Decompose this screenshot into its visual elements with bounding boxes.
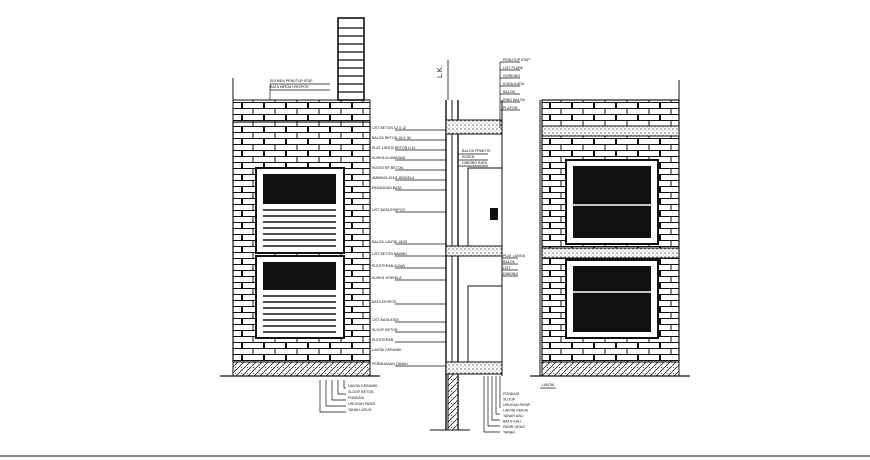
note-top-right-4: BALOK [503, 90, 516, 94]
note-center-8: BALOK LANTAI 15/30 [372, 240, 407, 244]
note-bottom-right-4: TANAH ASLI [503, 414, 524, 418]
note-center-16: LANTAI KERAMIK [372, 348, 402, 352]
note-mid-right-1: KUSEN [462, 155, 475, 159]
note-center-15: PLESTERAN [372, 338, 394, 342]
note-center-5: AMBANG ATAS JENDELA [372, 176, 415, 180]
left-elevation [220, 17, 380, 377]
foundation-section [447, 373, 459, 431]
roof-stair [337, 17, 365, 101]
note-top-right-6: PLAFON [503, 106, 518, 110]
note-bottom-right-2: URUGAN PASIR [503, 403, 530, 407]
note-center-3: KUSEN ALUMINIUM [372, 156, 405, 160]
note-bottom-right-0: PONDASI [503, 392, 519, 396]
note-center-12: BATA EKSPOS [372, 300, 397, 304]
section-marker: L.K. [437, 65, 444, 78]
right-cornice-band [541, 125, 680, 137]
upper-floor-slab [445, 245, 503, 257]
note-right-floor-1: BALOK [503, 260, 516, 264]
right-mid-band [541, 247, 680, 259]
roof-slab [445, 119, 503, 135]
note-center-4: ROOSTER BETON [372, 166, 403, 170]
note-top-right-0: PENUTUP ATAP [503, 58, 530, 62]
note-bottom-right-5: BATU KALI [503, 420, 521, 424]
note-mid-right-2: DINDING BATA [462, 161, 488, 165]
note-center-2: PLAT LANTAI BETON t=12 [372, 146, 415, 150]
note-top-right-2: GORDING [503, 74, 520, 78]
note-top-right-3: KUDA-KUDA [503, 82, 525, 86]
note-bottom-left-4: TANAH URUG [348, 408, 372, 412]
note-center-9: LIST BETON BAWAH [372, 252, 407, 256]
right-elevation [530, 80, 690, 377]
note-bottom-left-2: PONDASI [348, 396, 364, 400]
annotation-notes: ELEMEN PENUTUP ATAP BATA MERAH EKSPOS LIST… [270, 58, 554, 435]
note-center-1: BALOK BETON 15 X 30 [372, 136, 411, 140]
note-center-7: LIST BATA EKSPOS [372, 208, 406, 212]
note-floor-right-0: LANTAI [542, 383, 554, 387]
center-section: L.K. [430, 60, 503, 431]
note-right-floor-3: DINDING [503, 272, 518, 276]
note-right-floor-2: LIST [503, 266, 511, 270]
note-mid-right-0: BALOK PRAKTIS [462, 149, 491, 153]
note-center-11: KUSEN JENDELA [372, 276, 402, 280]
note-center-14: SLOOF BETON [372, 328, 398, 332]
note-bottom-left-0: LANTAI KERAMIK [348, 384, 378, 388]
left-parapet-wall [232, 99, 371, 123]
note-bottom-right-7: TANAH [503, 431, 515, 435]
note-center-13: LIST BATA ATAS [372, 318, 399, 322]
note-top-right-5: RING BALOK [503, 98, 526, 102]
note-top-right-1: LIST PLANK [503, 66, 524, 70]
note-center-6: PASANGAN BATA [372, 186, 402, 190]
note-center-17: PERMUKAAN TANAH [372, 362, 408, 366]
note-bottom-left-1: SLOOF BETON [348, 390, 374, 394]
note-bottom-right-3: LANTAI KERJA [503, 409, 528, 413]
note-bottom-right-6: PASIR URUG [503, 425, 525, 429]
right-ground-band [541, 361, 680, 377]
note-left-top-0: ELEMEN PENUTUP ATAP [270, 79, 313, 83]
note-bottom-right-1: SLOOF [503, 398, 516, 402]
note-bottom-left-3: URUGAN PASIR [348, 402, 375, 406]
note-right-floor-0: PLAT LANTAI [503, 254, 525, 258]
note-left-top-1: BATA MERAH EKSPOS [270, 85, 309, 89]
ground-floor-slab [445, 361, 503, 375]
note-center-0: LIST BETON 12 X 12 [372, 126, 406, 130]
note-center-10: PLESTERAN ACIAN [372, 264, 406, 268]
left-ground-band [232, 361, 371, 377]
